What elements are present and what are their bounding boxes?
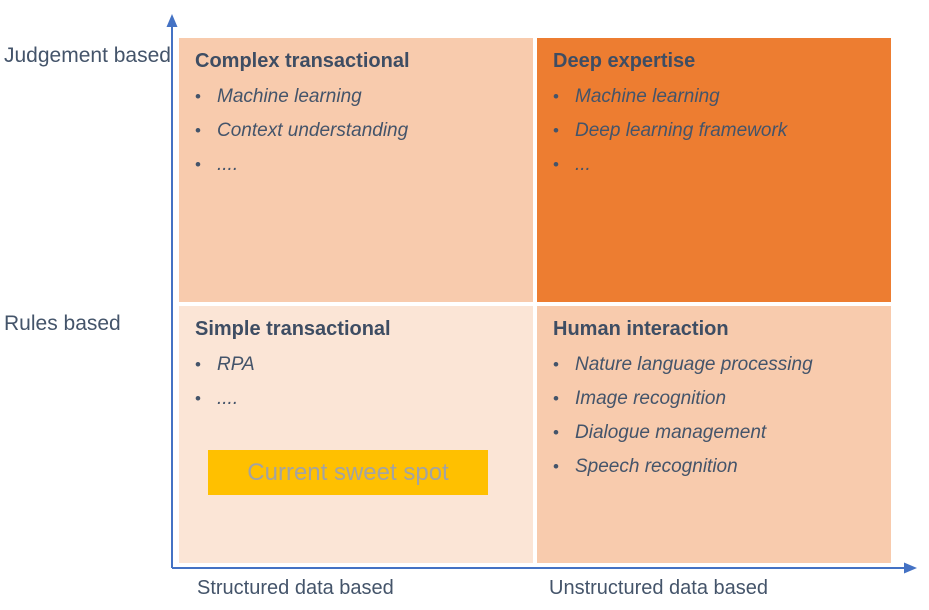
quadrant-complex-transactional: Complex transactional •Machine learning … [179, 38, 533, 302]
x-axis-right-label: Unstructured data based [549, 577, 769, 599]
quadrant-bullet-list: •Machine learning •Context understanding… [195, 80, 521, 182]
bullet-icon: • [195, 87, 201, 106]
bullet-item: •Context understanding [195, 114, 521, 148]
bullet-icon: • [553, 389, 559, 408]
bullet-item: •Deep learning framework [553, 114, 879, 148]
bullet-item: •Nature language processing [553, 348, 879, 382]
bullet-icon: • [553, 457, 559, 476]
bullet-icon: • [195, 389, 201, 408]
quadrant-simple-transactional: Simple transactional •RPA •.... Current … [179, 306, 533, 563]
bullet-item: •Dialogue management [553, 416, 879, 450]
bullet-icon: • [553, 423, 559, 442]
bullet-icon: • [553, 155, 559, 174]
bullet-icon: • [195, 355, 201, 374]
quadrant-deep-expertise: Deep expertise •Machine learning •Deep l… [537, 38, 891, 302]
y-axis-bottom-label: Rules based [4, 312, 121, 335]
bullet-item: •Image recognition [553, 382, 879, 416]
bullet-item: •Machine learning [195, 80, 521, 114]
bullet-icon: • [553, 87, 559, 106]
bullet-item: •.... [195, 382, 521, 416]
quadrant-title: Human interaction [553, 318, 729, 340]
x-axis-arrow-icon [904, 562, 917, 574]
bullet-item: •.... [195, 148, 521, 182]
bullet-icon: • [195, 155, 201, 174]
bullet-item: •RPA [195, 348, 521, 382]
quadrant-title: Simple transactional [195, 318, 391, 340]
bullet-item: •Machine learning [553, 80, 879, 114]
x-axis-left-label: Structured data based [197, 577, 394, 599]
quadrant-title: Deep expertise [553, 50, 696, 72]
quadrant-bullet-list: •Nature language processing •Image recog… [553, 348, 879, 484]
quadrant-bullet-list: •RPA •.... [195, 348, 521, 416]
y-axis-top-label: Judgement based [4, 44, 171, 67]
bullet-item: •Speech recognition [553, 450, 879, 484]
bullet-icon: • [553, 355, 559, 374]
y-axis-arrow-icon [166, 14, 178, 27]
bullet-icon: • [195, 121, 201, 140]
quadrant-title: Complex transactional [195, 50, 410, 72]
quadrant-human-interaction: Human interaction •Nature language proce… [537, 306, 891, 563]
quadrant-bullet-list: •Machine learning •Deep learning framewo… [553, 80, 879, 182]
current-sweet-spot-callout: Current sweet spot [208, 450, 488, 495]
bullet-icon: • [553, 121, 559, 140]
bullet-item: •... [553, 148, 879, 182]
